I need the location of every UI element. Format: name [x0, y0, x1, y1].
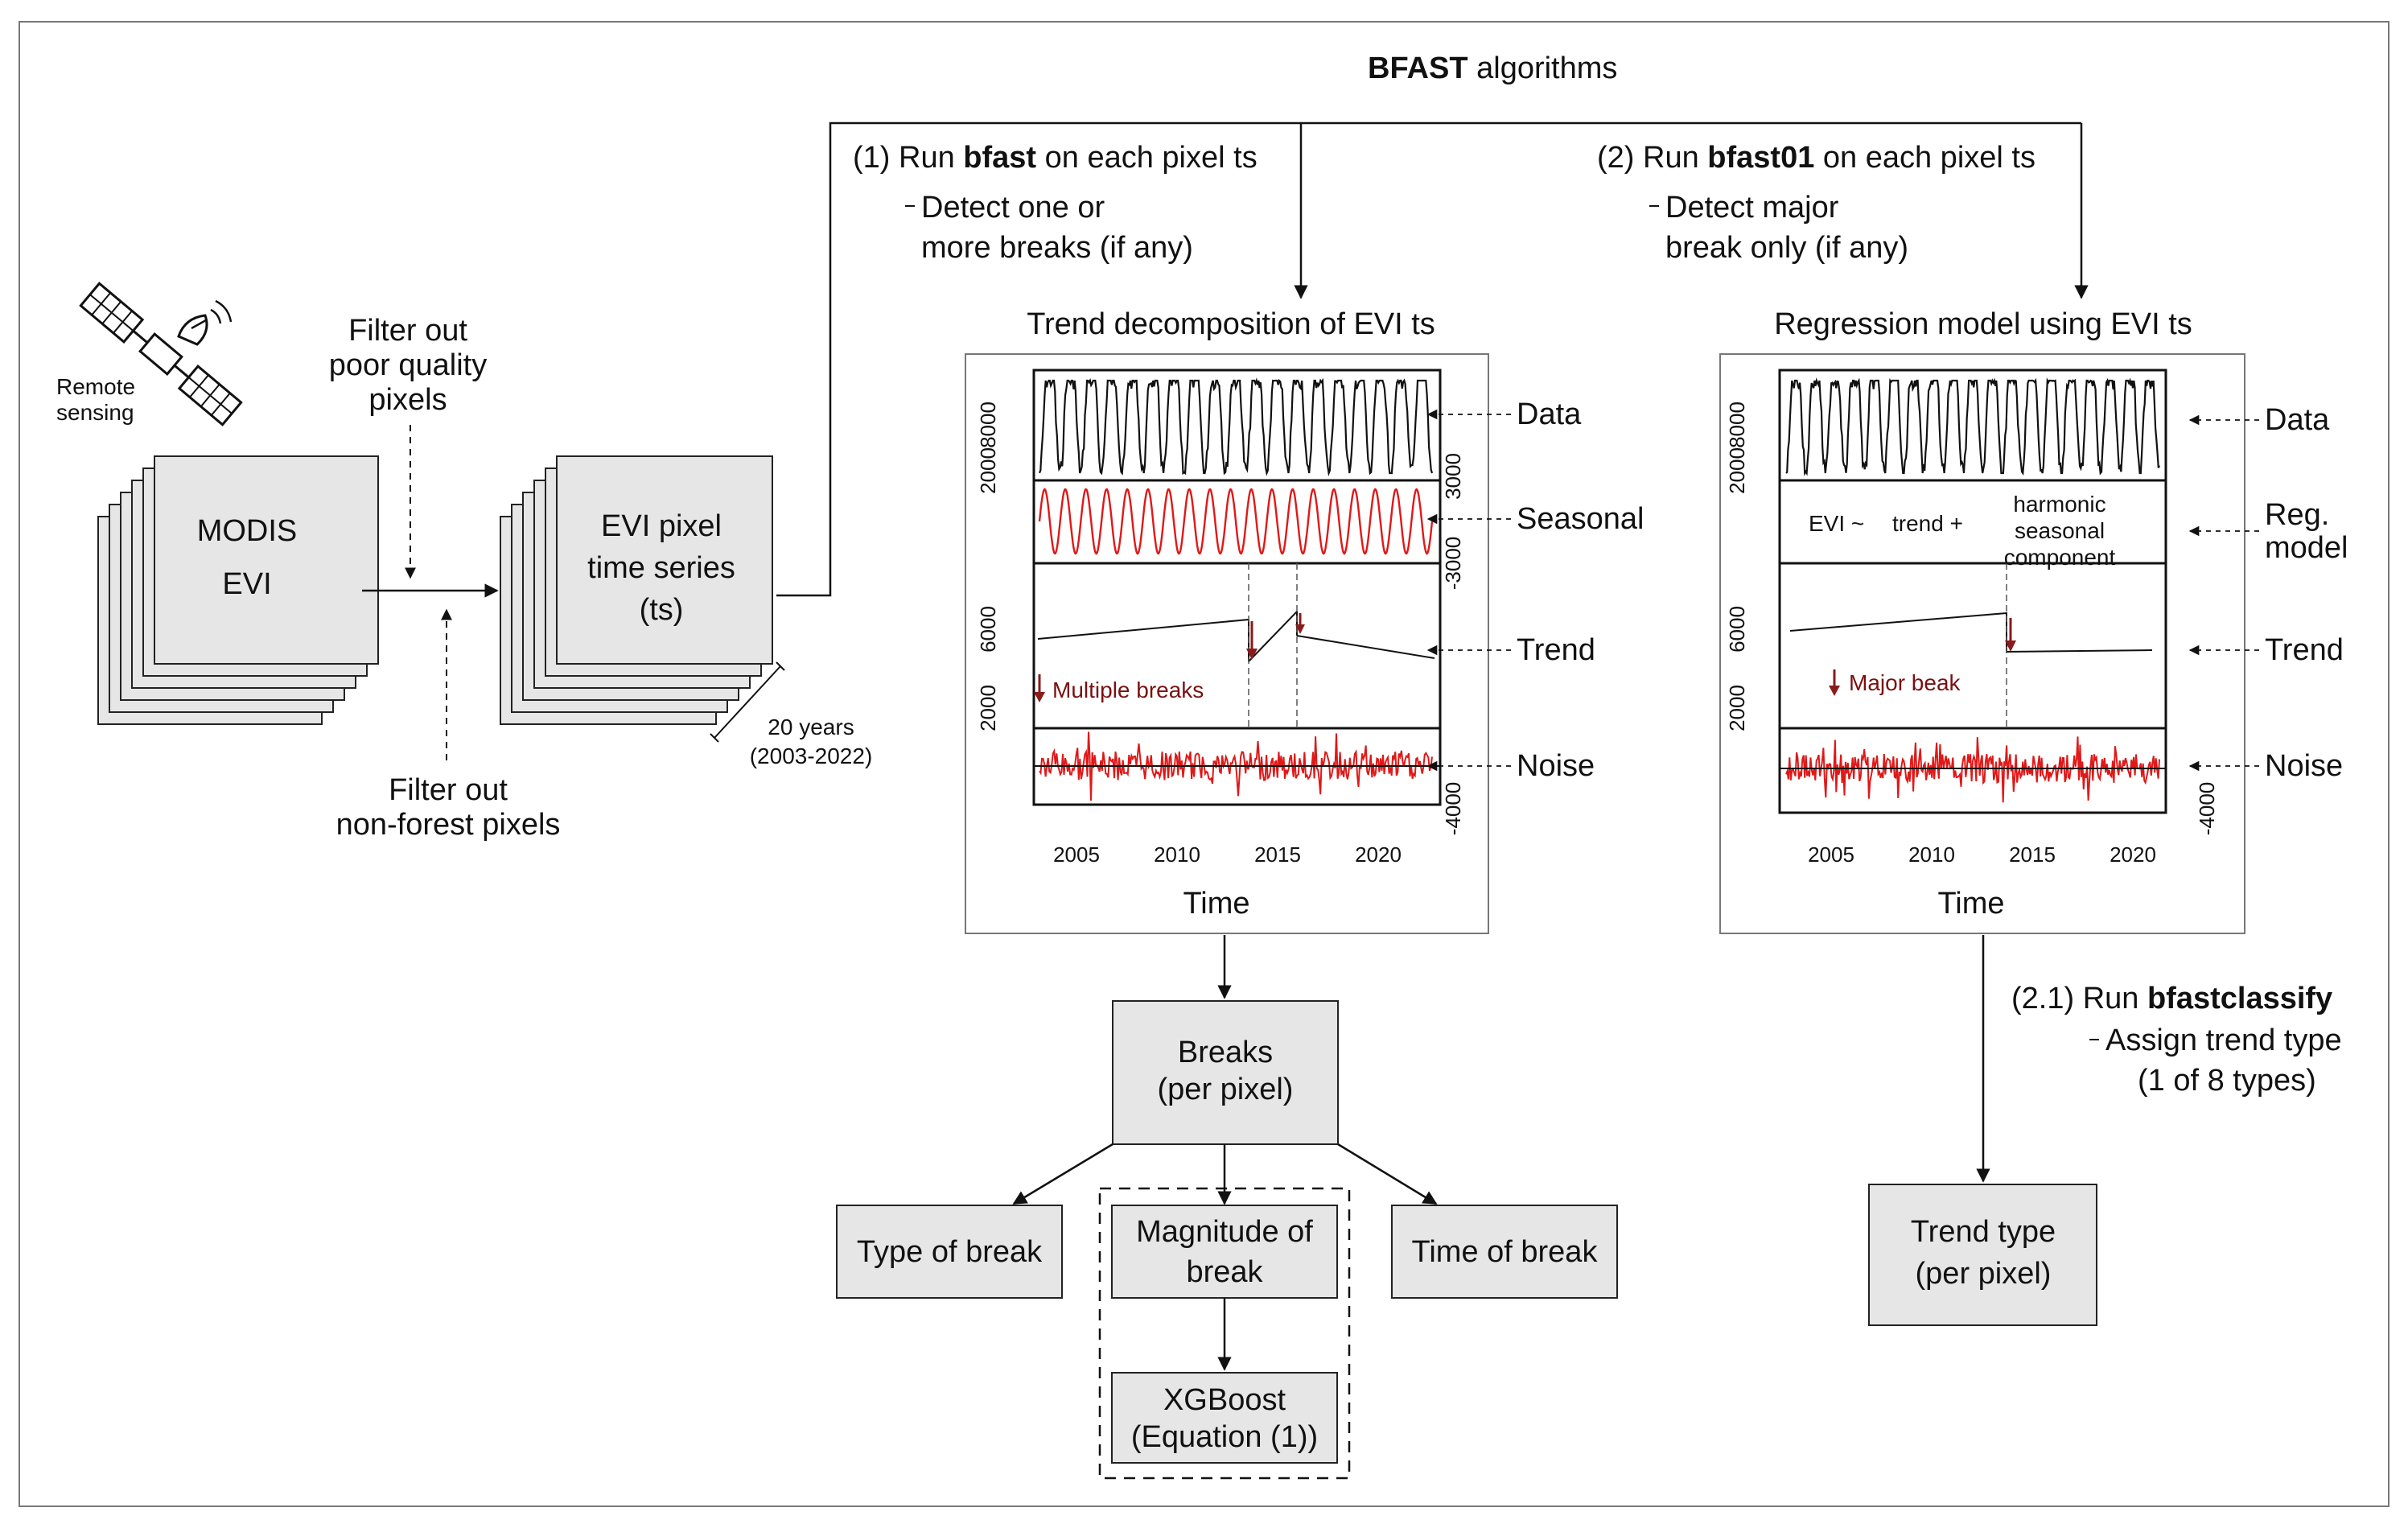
modis-stack [97, 455, 379, 725]
satellite-icon [79, 282, 243, 426]
p2-xtick-2010: 2010 [1908, 842, 1955, 867]
p1-ytick-neg4000: -4000 [1441, 782, 1465, 836]
p1-ytick-6000: 6000 [976, 606, 1000, 653]
xgboost-box [1111, 1372, 1338, 1464]
p2-ytick-8000: 8000 [1725, 402, 1749, 448]
branch2-header: (2) Run bfast01 on each pixel ts [1597, 141, 2035, 175]
breaks-label: Breaks(per pixel) [1158, 1036, 1294, 1106]
p2-ytick-2000b: 2000 [1725, 685, 1749, 731]
p2-reg-label: Reg. [2265, 498, 2329, 532]
p2-xtick-2020: 2020 [2110, 842, 2156, 867]
major-break-label: Major beak [1849, 670, 1961, 695]
duration-label: 20 years(2003-2022) [750, 715, 873, 768]
p1-trend-label: Trend [1517, 633, 1595, 667]
classify-header: (2.1) Run bfastclassify [2011, 982, 2332, 1015]
bfast-plot: Multiple breaks [1032, 369, 1442, 806]
arrow-to-time-of-break [1337, 1143, 1438, 1205]
diagram-title: BFAST algorithms [1368, 51, 1617, 85]
p1-xtick-2015: 2015 [1254, 842, 1301, 867]
breaks-box [1112, 1000, 1339, 1145]
p1-data-label: Data [1517, 397, 1582, 431]
p2-noise-label: Noise [2265, 749, 2343, 783]
classify-desc-1: Assign trend type [2105, 1024, 2342, 1057]
xgboost-label: XGBoost(Equation (1)) [1131, 1383, 1318, 1454]
p1-xtick-2020: 2020 [1355, 842, 1402, 867]
antenna-dish-icon [177, 299, 233, 346]
p2-xtick-2005: 2005 [1808, 842, 1854, 867]
p2-trend-label: Trend [2265, 633, 2344, 667]
trend-type-label: Trend type(per pixel) [1911, 1215, 2056, 1291]
bfast01-data-series [1785, 377, 2161, 476]
type-of-break-box [836, 1205, 1063, 1299]
magnitude-box [1111, 1205, 1338, 1299]
p2-ytick-6000: 6000 [1725, 606, 1749, 653]
model-evi-text: EVI ~ [1809, 511, 1864, 536]
type-of-break-label: Type of break [857, 1235, 1043, 1269]
p1-ytick-3000: 3000 [1441, 453, 1465, 500]
branch2-panel-title: Regression model using EVI ts [1774, 307, 2192, 341]
bfast-data-series [1038, 377, 1434, 477]
classify-desc-2: (1 of 8 types) [2138, 1064, 2316, 1098]
p1-ytick-8000: 8000 [976, 402, 1000, 448]
branch1-header: (1) Run bfast on each pixel ts [853, 141, 1258, 175]
p1-seasonal-label: Seasonal [1517, 502, 1644, 536]
p2-xtick-2015: 2015 [2009, 842, 2056, 867]
modis-label: MODIS [197, 514, 298, 548]
p2-ytick-2000a: 2000 [1725, 447, 1749, 494]
bfast-seasonal-series [1038, 488, 1434, 555]
p1-ytick-neg3000: -3000 [1441, 537, 1465, 591]
p2-data-label: Data [2265, 403, 2330, 437]
p1-xtick-2005: 2005 [1053, 842, 1100, 867]
p2-model-label: model [2265, 531, 2348, 565]
p1-xtick-2010: 2010 [1154, 842, 1200, 867]
p1-xlabel: Time [1183, 887, 1249, 921]
p1-noise-label: Noise [1517, 749, 1595, 783]
trend-type-box [1868, 1184, 2097, 1326]
p1-ytick-2000b: 2000 [976, 685, 1000, 731]
time-of-break-label: Time of break [1412, 1235, 1599, 1269]
p2-ytick-neg4000: -4000 [2195, 782, 2219, 836]
model-trend-text: trend + [1892, 511, 1963, 536]
multiple-breaks-label: Multiple breaks [1052, 678, 1204, 702]
branch1-panel-title: Trend decomposition of EVI ts [1027, 307, 1435, 341]
p1-ytick-2000a: 2000 [976, 447, 1000, 494]
arrow-to-type-of-break [1012, 1143, 1113, 1205]
magnitude-group-dashed [1098, 1187, 1351, 1480]
evi-ts-stack [500, 455, 773, 725]
modis-evi-label: EVI [222, 567, 271, 601]
bfast-noise-series [1039, 731, 1433, 801]
p2-xlabel: Time [1937, 887, 2004, 921]
bfast-connector [776, 122, 2081, 597]
duration-bracket [714, 665, 781, 739]
time-of-break-box [1391, 1205, 1618, 1299]
